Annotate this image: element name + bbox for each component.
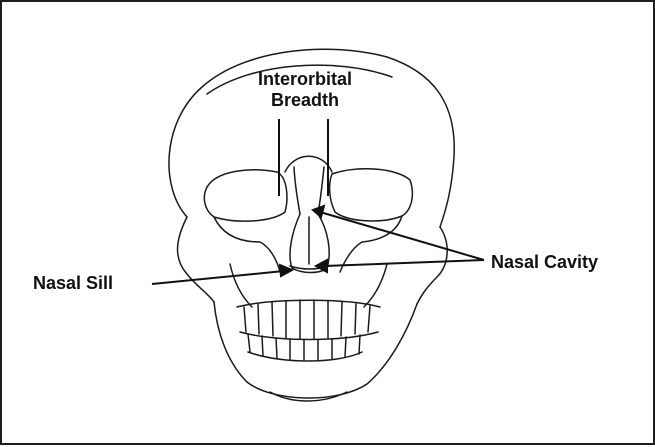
nasal-sill-arrow-line [152, 271, 284, 284]
right-orbit [330, 169, 413, 221]
glabella [285, 156, 332, 172]
chin-contour [270, 392, 347, 401]
right-maxilla-contour [364, 264, 387, 307]
interorbital-label-line1: Interorbital [230, 69, 380, 90]
nasal-cavity-arrow-upper-line [320, 212, 484, 260]
interorbital-breadth-label: Interorbital Breadth [230, 69, 380, 111]
nasal-cavity-arrowhead-lower [316, 260, 327, 272]
upper-teeth [244, 300, 370, 339]
nasal-cavity-arrowhead-upper [313, 206, 324, 217]
left-orbit [204, 170, 287, 221]
nasal-cavity-label: Nasal Cavity [491, 252, 598, 273]
nasal-sill-label: Nasal Sill [33, 273, 113, 294]
left-cheek [178, 217, 214, 302]
bite-line [240, 332, 378, 340]
nasal-cavity-arrow-lower-line [324, 260, 484, 266]
right-cheek [417, 227, 447, 304]
left-zygomatic [214, 217, 280, 272]
left-maxilla-contour [230, 264, 252, 307]
interorbital-label-line2: Breadth [230, 90, 380, 111]
nasal-bone-left [294, 167, 300, 214]
